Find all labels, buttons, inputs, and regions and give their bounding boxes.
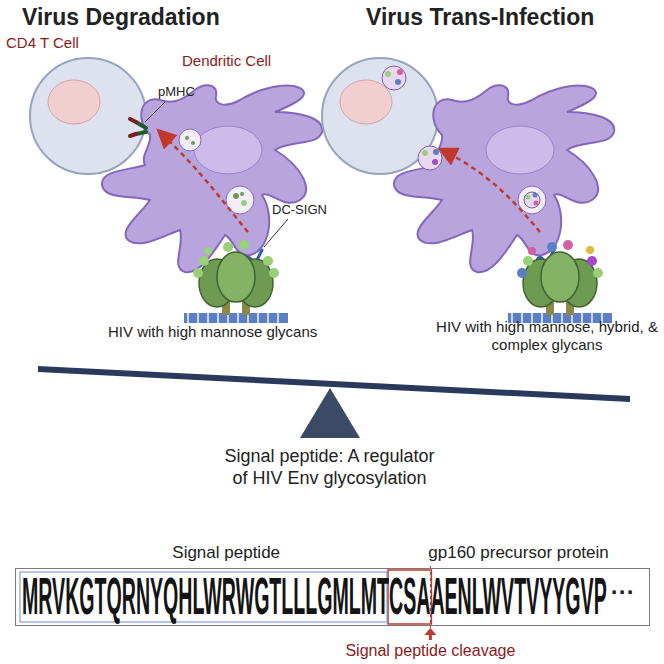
hiv-env-left-part <box>199 256 209 266</box>
hiv-env-left-part <box>204 247 212 255</box>
continuation-mark: ··· <box>611 578 635 607</box>
dendritic-cell-left-part <box>233 193 239 199</box>
region-label: gp160 precursor protein <box>428 543 609 563</box>
dendritic-cell-right-part <box>442 150 540 232</box>
dendritic-cell-left-part <box>264 219 288 247</box>
hiv-env-right-part <box>523 256 533 266</box>
virus-caption: HIV with high mannose, hybrid, & complex… <box>436 318 658 354</box>
t-cell-right-part <box>395 79 401 85</box>
hiv-env-right-part <box>547 242 557 252</box>
hiv-virion-right-part <box>418 146 442 170</box>
hiv-virion-right-part <box>432 159 438 165</box>
dendritic-cell-left-part <box>241 200 247 206</box>
hiv-env-right-part <box>508 252 612 323</box>
t-cell-right-part <box>382 66 406 90</box>
hiv-virion-right <box>418 146 442 170</box>
amino-acid-sequence: MRVKGTQRNYQHLWRWGTLLLGMLMTCSAAENLWVTVYYG… <box>22 571 607 623</box>
cleavage-label: Signal peptide cleavage <box>345 641 515 660</box>
dendritic-cell-left-part <box>160 132 248 232</box>
hiv-env-left-part <box>269 268 279 278</box>
region-label: Signal peptide <box>172 543 280 563</box>
hiv-env-left-part <box>239 240 249 250</box>
virus-caption: HIV with high mannose glycans <box>108 323 317 341</box>
hiv-env-right <box>508 240 612 323</box>
central-statement: Signal peptide: A regulator of HIV Env g… <box>222 446 437 489</box>
hiv-env-left <box>184 240 288 323</box>
t-cell-right-part <box>385 71 391 77</box>
dendritic-cell-left-part <box>194 126 262 174</box>
panel-title: Virus Degradation <box>22 4 220 32</box>
hiv-env-left-part <box>184 252 288 323</box>
hiv-env-right-part <box>563 240 573 250</box>
t-cell-left <box>30 58 146 174</box>
dendritic-cell-left-part <box>179 129 201 151</box>
dendritic-cell-right <box>394 85 614 273</box>
cell-label: CD4 T Cell <box>6 34 79 52</box>
dendritic-cell-right-part <box>533 193 538 198</box>
dendritic-cell-left-part <box>145 102 165 122</box>
hiv-virion-right-part <box>422 150 428 156</box>
molecule-label: pMHC <box>158 84 195 100</box>
panel-title: Virus Trans-Infection <box>366 4 594 32</box>
dendritic-cell-left-part <box>130 119 136 136</box>
hiv-env-right-part <box>517 268 527 278</box>
hiv-env-left-part <box>193 268 203 278</box>
t-cell-right-part <box>397 69 403 75</box>
cell-label: Dendritic Cell <box>182 52 271 70</box>
dendritic-cell-right-part <box>394 85 614 272</box>
dendritic-cell-right-part <box>524 192 540 208</box>
dendritic-cell-left-part <box>240 192 244 196</box>
cleavage-arrow-head <box>424 628 436 635</box>
hiv-env-left-part <box>223 242 233 252</box>
hiv-env-left-part <box>263 256 273 266</box>
dendritic-cell-left-part <box>191 141 195 145</box>
hiv-env-right-part <box>587 256 597 266</box>
dendritic-cell-right-part <box>486 126 554 174</box>
hiv-env-right-part <box>528 247 536 255</box>
t-cell-left-part <box>30 58 146 174</box>
hiv-virion-right-part <box>433 149 439 155</box>
seesaw-fulcrum <box>300 388 360 438</box>
dendritic-cell-right-part <box>526 195 531 200</box>
hiv-env-right-part <box>586 246 594 254</box>
dendritic-cell-left-part <box>185 136 189 140</box>
hiv-env-right-part <box>593 268 603 278</box>
dendritic-cell-right-part <box>534 201 539 206</box>
dendritic-cell-left-part <box>136 122 146 134</box>
sequence-logo-box: MRVKGTQRNYQHLWRWGTLLLGMLMTCSAAENLWVTVYYG… <box>15 568 650 626</box>
dendritic-cell-left <box>102 85 322 273</box>
dendritic-cell-left-part <box>102 85 322 272</box>
receptor-label: DC-SIGN <box>272 202 327 218</box>
